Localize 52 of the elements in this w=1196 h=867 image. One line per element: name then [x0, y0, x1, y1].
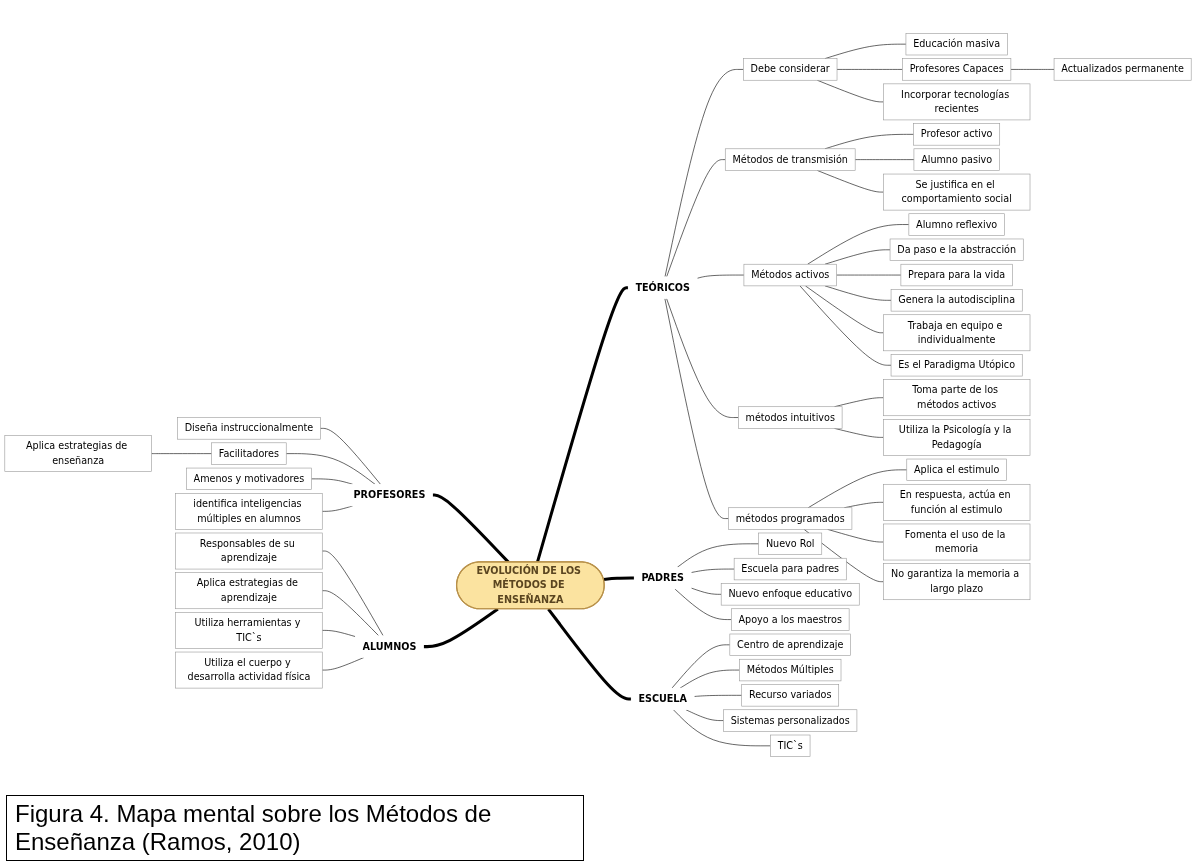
- connector: [536, 286, 629, 563]
- node-box: Se justifica en el comportamiento social: [883, 173, 1031, 211]
- node-box: Profesores Capaces: [902, 58, 1012, 81]
- node-box: Es el Paradigma Utópico: [890, 354, 1023, 377]
- node-box: TIC`s: [770, 734, 811, 757]
- node-box: Genera la autodisciplina: [890, 289, 1023, 312]
- node-text: ESCUELA: [638, 692, 687, 705]
- node-text: PROFESORES: [353, 489, 426, 501]
- node-box: identifica inteligencias múltiples en alumnos: [175, 493, 323, 530]
- node-box: métodos intuitivos: [738, 406, 843, 429]
- node-text: PADRES: [641, 572, 684, 584]
- connector: [547, 608, 632, 701]
- node-text: ALUMNOS: [362, 640, 417, 653]
- node-box: Alumno reflexivo: [908, 213, 1005, 236]
- node-box: Métodos activos: [743, 263, 837, 287]
- node-box: En respuesta, actúa en función al estimulo: [883, 484, 1031, 521]
- node-box: Facilitadores: [211, 442, 287, 465]
- node-box: Apoyo a los maestros: [731, 608, 850, 631]
- node-box: Debe considerar: [743, 58, 838, 81]
- node-box: Profesor activo: [913, 123, 1000, 146]
- node-box: Alumno pasivo: [913, 148, 1000, 171]
- node-box: Utiliza el cuerpo y desarrolla actividad física: [175, 651, 323, 689]
- node-box: Aplica estrategias de enseñanza: [4, 435, 152, 472]
- node-box: Responsables de su aprendizaje: [175, 532, 323, 570]
- node-box: Nuevo enfoque educativo: [720, 583, 860, 606]
- node-box: Centro de aprendizaje: [729, 633, 851, 656]
- node-box: Métodos de transmisión: [724, 148, 856, 171]
- node-box: Actualizados permanente: [1053, 58, 1192, 81]
- connector: [423, 607, 499, 649]
- node-box: Prepara para la vida: [900, 263, 1013, 287]
- node-box: Diseña instruccionalmente: [177, 417, 321, 440]
- connector: [603, 576, 635, 581]
- node-box: Educación masiva: [905, 33, 1008, 56]
- node-text: TEÓRICOS: [635, 281, 690, 294]
- node-box: Incorporar tecnologías recientes: [883, 83, 1031, 121]
- node-box: Fomenta el uso de la memoria: [883, 523, 1031, 561]
- node-box: Utiliza la Psicología y la Pedagogía: [883, 419, 1031, 456]
- node-box: Nuevo Rol: [758, 532, 823, 555]
- node-box: Sistemas personalizados: [723, 709, 858, 732]
- node-box: Da paso e la abstracción: [889, 238, 1024, 261]
- node-box: Toma parte de los métodos activos: [883, 379, 1031, 417]
- node-box: Utiliza herramientas y TIC`s: [175, 612, 323, 649]
- node-box: Trabaja en equipo e individualmente: [883, 314, 1031, 352]
- node-box: Amenos y motivadores: [186, 467, 312, 490]
- node-box: Recurso variados: [741, 684, 839, 707]
- figure-caption: Figura 4. Mapa mental sobre los Métodos de Enseñanza (Ramos, 2010): [6, 795, 584, 861]
- node-box: Métodos Múltiples: [739, 658, 842, 682]
- node-box: No garantiza la memoria a largo plazo: [883, 563, 1031, 601]
- node-box: Aplica el estimulo: [906, 458, 1007, 481]
- node-box: Escuela para padres: [733, 557, 847, 581]
- node-box: métodos programados: [728, 507, 853, 530]
- node-box: Aplica estrategias de aprendizaje: [175, 572, 323, 610]
